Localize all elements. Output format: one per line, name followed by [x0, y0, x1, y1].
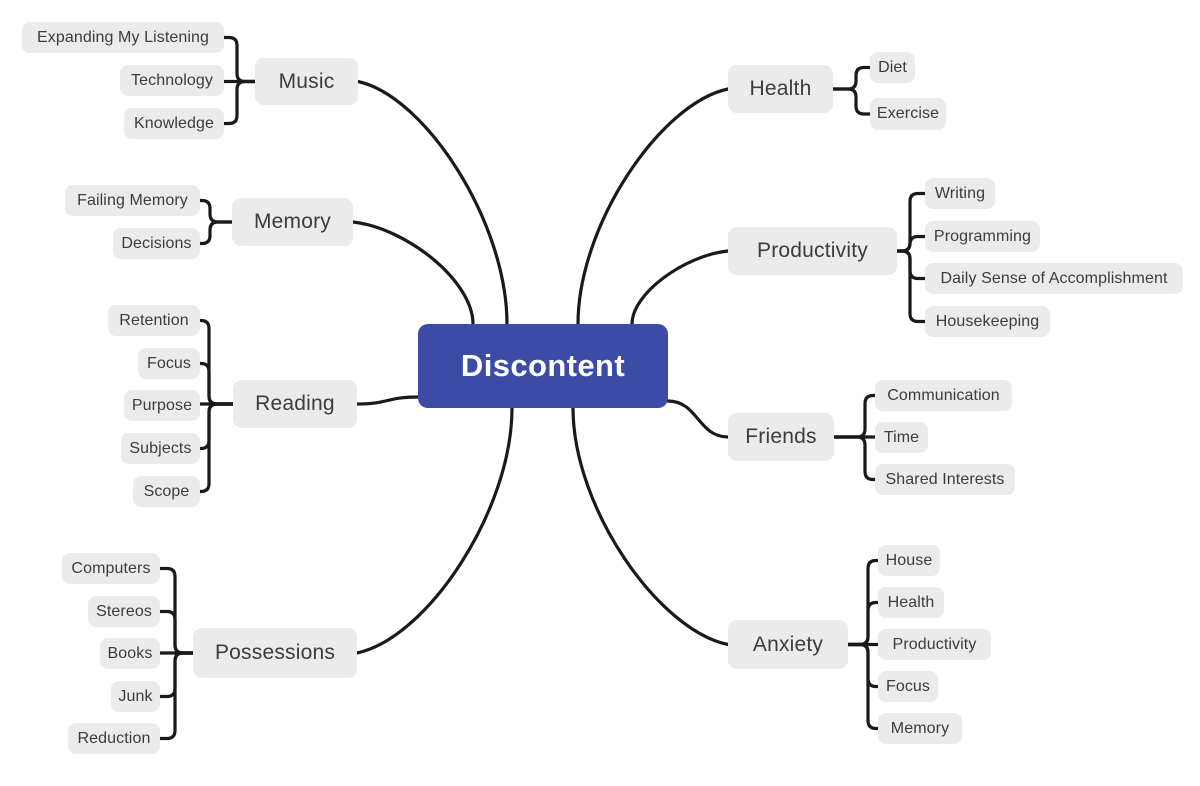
- child-node-productivity-writing[interactable]: Writing: [925, 178, 995, 209]
- child-node-anxiety-house[interactable]: House: [878, 545, 940, 576]
- connector-memory-decisions: [198, 220, 234, 246]
- child-node-anxiety-health[interactable]: Health: [878, 587, 944, 618]
- child-node-friends-shared-interests[interactable]: Shared Interests: [875, 464, 1015, 495]
- connector-center-productivity: [630, 249, 730, 326]
- branch-node-reading[interactable]: Reading: [233, 380, 357, 428]
- child-node-friends-time[interactable]: Time: [875, 422, 928, 453]
- child-node-memory-failing-memory[interactable]: Failing Memory: [65, 185, 200, 216]
- child-node-anxiety-focus[interactable]: Focus: [878, 671, 938, 702]
- child-node-health-diet[interactable]: Diet: [870, 52, 915, 83]
- child-node-reading-focus[interactable]: Focus: [138, 348, 200, 379]
- child-node-productivity-housekeeping[interactable]: Housekeeping: [925, 306, 1050, 337]
- child-node-possessions-junk[interactable]: Junk: [111, 681, 160, 712]
- child-node-friends-communication[interactable]: Communication: [875, 380, 1012, 411]
- connector-music-expanding-my-listening: [222, 35, 257, 84]
- connector-center-possessions: [355, 406, 514, 655]
- connector-reading-retention: [198, 318, 235, 406]
- connector-center-memory: [351, 220, 475, 326]
- connector-center-music: [356, 79, 509, 326]
- child-node-music-knowledge[interactable]: Knowledge: [124, 108, 224, 139]
- child-node-possessions-computers[interactable]: Computers: [62, 553, 160, 584]
- branch-node-anxiety[interactable]: Anxiety: [728, 620, 848, 669]
- connector-productivity-programming: [895, 234, 927, 253]
- connector-possessions-stereos: [158, 609, 195, 655]
- child-node-productivity-programming[interactable]: Programming: [925, 221, 1040, 252]
- child-node-productivity-daily-sense-of-accomplishment[interactable]: Daily Sense of Accomplishment: [925, 263, 1183, 294]
- child-node-reading-retention[interactable]: Retention: [108, 305, 200, 336]
- branch-node-health[interactable]: Health: [728, 65, 833, 113]
- connector-center-health: [576, 87, 730, 326]
- branch-node-productivity[interactable]: Productivity: [728, 227, 897, 275]
- child-node-possessions-books[interactable]: Books: [100, 638, 160, 669]
- child-node-possessions-stereos[interactable]: Stereos: [88, 596, 160, 627]
- child-node-anxiety-productivity[interactable]: Productivity: [878, 629, 991, 660]
- child-node-music-expanding-my-listening[interactable]: Expanding My Listening: [22, 22, 224, 53]
- center-node-discontent[interactable]: Discontent: [418, 324, 668, 408]
- child-node-reading-purpose[interactable]: Purpose: [124, 390, 200, 421]
- connector-anxiety-memory: [846, 642, 880, 731]
- connector-reading-focus: [198, 361, 235, 406]
- connector-possessions-reduction: [158, 651, 195, 741]
- connector-anxiety-focus: [846, 642, 880, 689]
- connector-center-anxiety: [571, 406, 730, 647]
- connector-friends-shared-interests: [832, 435, 877, 482]
- connector-health-exercise: [831, 87, 872, 116]
- branch-node-music[interactable]: Music: [255, 58, 358, 105]
- child-node-music-technology[interactable]: Technology: [120, 65, 224, 96]
- child-node-reading-subjects[interactable]: Subjects: [121, 433, 200, 464]
- connector-anxiety-health: [846, 600, 880, 647]
- connector-center-reading: [355, 395, 420, 406]
- connector-center-friends: [666, 399, 730, 439]
- connector-friends-communication: [832, 393, 877, 439]
- connector-reading-scope: [198, 402, 235, 494]
- connector-reading-subjects: [198, 402, 235, 451]
- child-node-memory-decisions[interactable]: Decisions: [113, 228, 200, 259]
- connector-productivity-housekeeping: [895, 249, 927, 324]
- connector-memory-failing-memory: [198, 198, 234, 224]
- child-node-health-exercise[interactable]: Exercise: [870, 98, 946, 130]
- child-node-possessions-reduction[interactable]: Reduction: [68, 723, 160, 754]
- child-node-reading-scope[interactable]: Scope: [133, 476, 200, 507]
- branch-node-memory[interactable]: Memory: [232, 198, 353, 246]
- connector-music-knowledge: [222, 79, 257, 126]
- branch-node-friends[interactable]: Friends: [728, 413, 834, 461]
- child-node-anxiety-memory[interactable]: Memory: [878, 713, 962, 744]
- connector-health-diet: [831, 65, 872, 91]
- branch-node-possessions[interactable]: Possessions: [193, 628, 357, 678]
